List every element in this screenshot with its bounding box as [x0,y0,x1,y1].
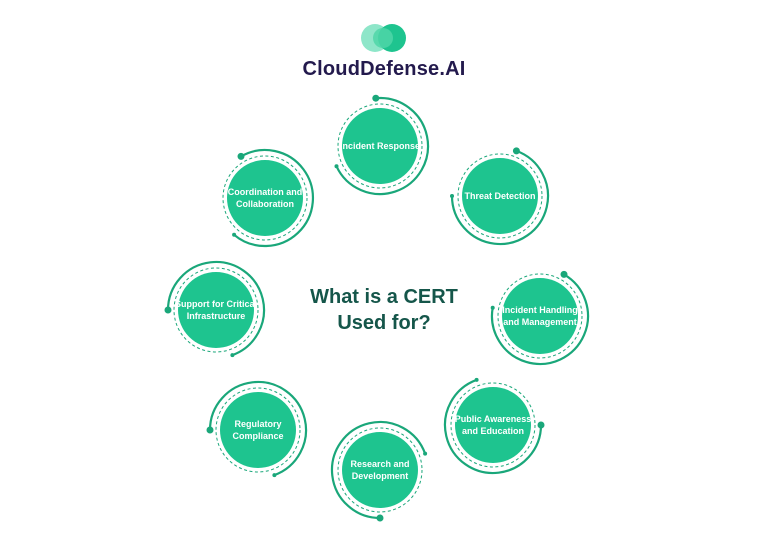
node-dashed-ring [222,155,308,241]
node-dot [164,306,172,314]
node-arc-end [474,377,479,382]
node-circle [502,278,578,354]
node-circle [455,387,531,463]
node-dashed-ring [450,382,536,468]
node-circle [342,108,418,184]
node-label-public-awareness: Public Awareness and Education [454,414,532,436]
node-dot [537,421,545,429]
node-dot [560,270,568,278]
node-circle [342,432,418,508]
node-circle [227,160,303,236]
node-dashed-ring [337,427,423,513]
node-public-awareness [443,377,545,475]
node-arc-end [450,194,454,198]
node-label-support-infrastructure: Support for Critical Infrastructure [174,299,257,321]
node-arc [330,420,427,520]
node-arc-end [490,305,495,310]
node-circle [462,158,538,234]
node-label-research-development: Research and Development [350,459,410,481]
node-circle [178,272,254,348]
node-arc [208,380,308,477]
node-label-coordination-collaboration: Coordination and Collaboration [227,187,303,209]
clouddefense-logo-icon [361,24,406,52]
node-dashed-ring [457,153,543,239]
node-incident-response [334,94,430,196]
node-circle [220,392,296,468]
node-support-infrastructure [164,260,266,358]
node-arc-end [334,164,339,169]
node-label-threat-detection: Threat Detection [464,191,536,201]
node-dashed-ring [337,103,423,189]
center-title-line1: What is a CERT [310,286,458,308]
node-arc [490,273,590,366]
node-incident-handling [490,270,590,366]
node-threat-detection [450,147,550,246]
node-label-incident-response: Incident Response [339,141,420,151]
node-arc [450,149,550,246]
node-arc [233,148,315,248]
node-arc-end [272,473,277,478]
node-research-development [330,420,428,522]
brand-name: CloudDefense.AI [302,58,466,80]
node-arc-end [423,451,428,456]
node-dashed-ring [497,273,583,359]
node-dot [237,152,245,160]
node-label-incident-handling: Incident Handling and Management [502,305,578,327]
node-regulatory-compliance [206,380,308,478]
nodes-layer [164,94,590,522]
node-arc-end [230,353,235,358]
node-dot [206,426,214,434]
node-arc [443,378,543,475]
node-label-regulatory-compliance: Regulatory Compliance [232,419,284,441]
center-title: What is a CERT Used for? [284,284,484,336]
node-arc-end [232,232,237,237]
center-title-line2: Used for? [337,312,431,334]
node-dashed-ring [215,387,301,473]
node-coordination-collaboration [222,148,315,248]
node-dot [376,514,384,522]
node-dot [512,147,520,155]
node-dot [372,94,380,102]
node-arc [335,96,430,196]
node-dashed-ring [173,267,259,353]
node-arc [166,260,266,357]
